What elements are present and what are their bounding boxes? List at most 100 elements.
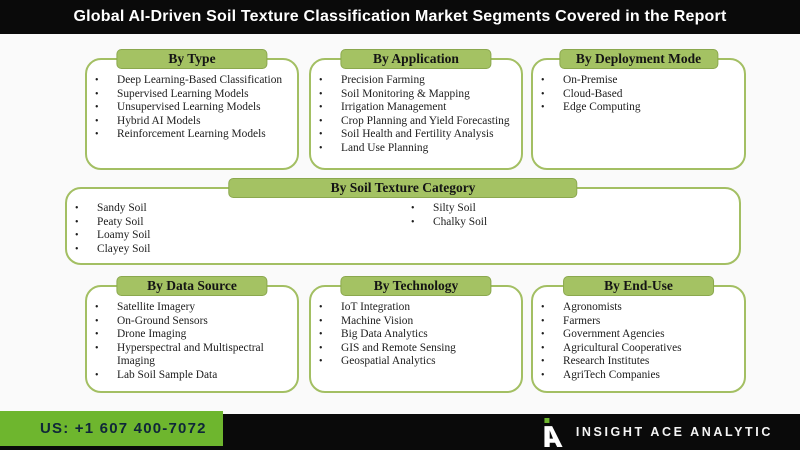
list-item: • Loamy Soil: [75, 229, 399, 243]
list-item-text: Land Use Planning: [341, 141, 429, 154]
by-end-use-list: •Agronomists•Farmers•Government Agencies…: [533, 301, 744, 383]
bullet-icon: •: [75, 230, 79, 242]
insight-ace-logo-icon: [544, 417, 563, 447]
segment-title: By Type: [168, 51, 216, 66]
list-item-text: Satellite Imagery: [117, 301, 196, 313]
segment-title: By End-Use: [604, 278, 673, 293]
bullet-icon: •: [319, 115, 323, 127]
bullet-icon: •: [75, 243, 79, 255]
segment-pill: By Application: [340, 49, 492, 69]
list-item: • Hyperspectral and Multispectral Imaging: [95, 342, 293, 369]
segment-box-by-type: By Type • Deep Learning-Based Classificat…: [85, 49, 299, 170]
bullet-icon: •: [541, 329, 545, 341]
bullet-icon: •: [319, 342, 323, 354]
list-item-text: Hybrid AI Models: [117, 114, 201, 127]
list-item: • Lab Soil Sample Data: [95, 369, 293, 383]
list-item: •Drone Imaging: [95, 328, 293, 342]
list-item: •Chalky Soil: [411, 216, 735, 230]
brand-name: INSIGHT ACE ANALYTIC: [575, 425, 773, 439]
bullet-icon: •: [411, 216, 415, 228]
list-item-text: Deep Learning-Based Classification: [117, 74, 283, 86]
bullet-icon: •: [95, 75, 99, 86]
bullet-icon: •: [95, 342, 99, 354]
list-item-text: IoT Integration: [341, 301, 411, 313]
list-item: •Edge Computing: [541, 101, 740, 115]
bullet-icon: •: [319, 329, 323, 341]
list-item-text: Big Data Analytics: [341, 328, 428, 341]
list-item-text: Precision Farming: [341, 74, 425, 86]
segment-box-by-end-use: By End-Use •Agronomists•Farmers•Governme…: [531, 276, 746, 393]
list-item: •Clayey Soil: [75, 243, 399, 257]
list-item-text: Hyperspectral and Multispectral Imaging: [117, 341, 264, 368]
list-item: • AgriTech Companies: [541, 369, 740, 383]
list-item: •Irrigation Management: [319, 101, 517, 115]
list-item: • Soil Monitoring & Mapping: [319, 88, 517, 102]
bullet-icon: •: [319, 88, 323, 100]
bullet-icon: •: [541, 356, 545, 368]
bullet-icon: •: [319, 102, 323, 114]
by-technology-list: • IoT Integration • Machine Vision • Big Data…: [311, 301, 521, 369]
bullet-icon: •: [541, 369, 545, 381]
list-item-text: AgriTech Companies: [563, 368, 660, 381]
bullet-icon: •: [541, 75, 545, 86]
bullet-icon: •: [541, 342, 545, 354]
bullet-icon: •: [319, 129, 323, 141]
title-bar: Global AI-Driven Soil Texture Classifica…: [0, 0, 800, 34]
brand-block: INSIGHT ACE ANALYTIC: [544, 414, 773, 450]
by-application-list: • Precision Farming • Soil Monitoring & Map…: [311, 74, 521, 156]
list-item: •Cloud-Based: [541, 88, 740, 102]
list-item-text: GIS and Remote Sensing: [341, 341, 456, 354]
segment-box-by-technology: By Technology •IoT Integration•Machine V…: [309, 276, 523, 393]
phone-number: US: +1 607 400-7072: [40, 420, 207, 437]
bullet-icon: •: [319, 315, 323, 327]
segment-box-by-data-source: By Data Source •Satellite Imagery•On-Gro…: [85, 276, 299, 393]
segment-box-by-deployment-mode: By Deployment Mode •On-Premise•Cloud-Bas…: [531, 49, 746, 170]
list-item: •Peaty Soil: [75, 216, 399, 230]
list-item-text: Loamy Soil: [97, 229, 151, 242]
list-item-text: Silty Soil: [433, 202, 476, 214]
segment-pill: By Data Source: [116, 276, 268, 296]
soil-texture-columns: •Sandy Soil•Peaty Soil•Loamy Soil•Clayey…: [67, 202, 739, 256]
list-item: •Government Agencies: [541, 328, 740, 342]
list-item: •Silty Soil: [411, 202, 735, 216]
footer-bar: US: +1 607 400-7072 INSIGHT ACE ANALYTIC: [0, 411, 800, 450]
bullet-icon: •: [319, 356, 323, 368]
list-item-text: Reinforcement Learning Models: [117, 128, 266, 141]
bullet-icon: •: [95, 129, 99, 141]
list-item-text: Peaty Soil: [97, 215, 144, 228]
list-item-text: Cloud-Based: [563, 87, 623, 100]
bullet-icon: •: [95, 302, 99, 313]
list-item-text: On-Ground Sensors: [117, 314, 208, 327]
report-title: Global AI-Driven Soil Texture Classifica…: [73, 8, 727, 25]
bullet-icon: •: [95, 102, 99, 114]
list-item: •Hybrid AI Models: [95, 115, 293, 129]
list-item-text: Soil Monitoring & Mapping: [341, 87, 470, 100]
list-item: •On-Ground Sensors: [95, 315, 293, 329]
list-item-text: Unsupervised Learning Models: [117, 101, 261, 114]
list-item-text: Sandy Soil: [97, 202, 147, 214]
bullet-icon: •: [95, 369, 99, 381]
by-type-list: • Deep Learning-Based Classification • Supe…: [87, 74, 297, 142]
segment-pill: By Type: [116, 49, 268, 69]
segment-box-by-application: By Application • Precision Farming • Soil M…: [309, 49, 523, 170]
bullet-icon: •: [319, 75, 323, 86]
list-item: •Soil Health and Fertility Analysis: [319, 128, 517, 142]
list-item: •Agricultural Cooperatives: [541, 342, 740, 356]
list-item-text: Supervised Learning Models: [117, 87, 249, 100]
phone-tab: US: +1 607 400-7072: [0, 411, 223, 446]
bullet-icon: •: [75, 203, 79, 214]
list-item-text: Geospatial Analytics: [341, 355, 436, 368]
bullet-icon: •: [541, 302, 545, 313]
list-item: • Big Data Analytics: [319, 328, 517, 342]
by-data-source-list: •Satellite Imagery•On-Ground Sensors•Dro…: [87, 301, 297, 383]
bullet-icon: •: [541, 315, 545, 327]
list-item: • Supervised Learning Models: [95, 88, 293, 102]
bullet-icon: •: [95, 88, 99, 100]
list-item: •Research Institutes: [541, 355, 740, 369]
list-item-text: Lab Soil Sample Data: [117, 368, 218, 381]
list-item-text: Machine Vision: [341, 314, 414, 327]
list-item: • Geospatial Analytics: [319, 355, 517, 369]
segment-title: By Deployment Mode: [575, 51, 702, 66]
list-item: • Deep Learning-Based Classification: [95, 74, 293, 88]
list-item-text: Agronomists: [563, 301, 622, 313]
